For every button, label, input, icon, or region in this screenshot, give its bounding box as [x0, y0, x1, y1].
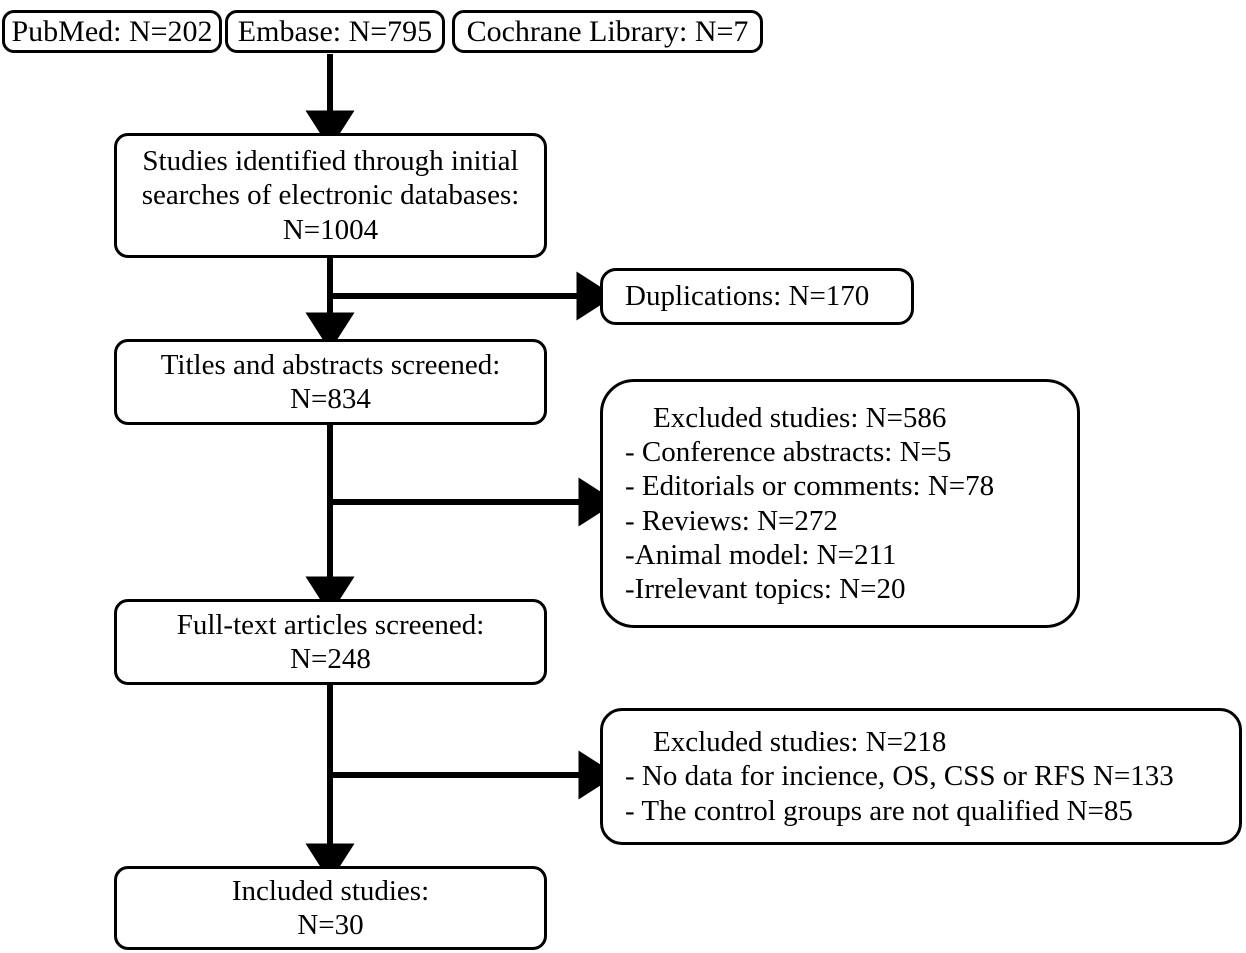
- excluded-screening-reason-1: - Conference abstracts: N=5: [625, 436, 952, 469]
- source-label-embase: Embase: N=795: [237, 14, 433, 48]
- source-box-embase: Embase: N=795: [225, 10, 445, 53]
- source-label-cochrane: Cochrane Library: N=7: [466, 14, 749, 48]
- stage-identified-line-1: Studies identified through initial: [142, 145, 519, 178]
- exclusion-box-fulltext: Excluded studies: N=218 - No data for in…: [600, 708, 1242, 845]
- excluded-fulltext-reason-2: - The control groups are not qualified N…: [625, 794, 1133, 827]
- stage-titles-line-2: N=834: [290, 383, 371, 415]
- source-box-pubmed: PubMed: N=202: [2, 10, 222, 53]
- stage-fulltext-line-2: N=248: [290, 643, 371, 675]
- stage-box-full-text-screened: Full-text articles screened: N=248: [114, 599, 547, 685]
- stage-included-line-2: N=30: [297, 909, 364, 941]
- excluded-fulltext-reason-1: - No data for incience, OS, CSS or RFS N…: [625, 760, 1174, 793]
- stage-titles-line-1: Titles and abstracts screened:: [160, 348, 501, 381]
- excluded-screening-reason-4: -Animal model: N=211: [625, 538, 897, 571]
- source-box-cochrane: Cochrane Library: N=7: [452, 10, 763, 53]
- stage-identified-line-3: N=1004: [282, 213, 379, 246]
- excluded-screening-reason-2: - Editorials or comments: N=78: [625, 470, 995, 503]
- excluded-screening-reason-5: -Irrelevant topics: N=20: [625, 572, 906, 605]
- excluded-screening-reason-3: - Reviews: N=272: [625, 504, 838, 537]
- stage-identified-line-2: searches of electronic databases:: [141, 179, 520, 212]
- stage-box-titles-abstracts-screened: Titles and abstracts screened: N=834: [114, 339, 547, 425]
- exclusion-box-duplications: Duplications: N=170: [600, 268, 914, 325]
- stage-included-line-1: Included studies:: [231, 874, 430, 907]
- excluded-screening-heading: Excluded studies: N=586: [653, 401, 947, 434]
- exclusion-box-screening: Excluded studies: N=586 - Conference abs…: [600, 379, 1080, 628]
- excluded-fulltext-heading: Excluded studies: N=218: [653, 726, 947, 759]
- source-label-pubmed: PubMed: N=202: [11, 14, 213, 48]
- stage-fulltext-line-1: Full-text articles screened:: [176, 608, 485, 641]
- stage-box-identified: Studies identified through initial searc…: [114, 133, 547, 258]
- duplications-label: Duplications: N=170: [625, 280, 870, 313]
- stage-box-included: Included studies: N=30: [114, 866, 547, 950]
